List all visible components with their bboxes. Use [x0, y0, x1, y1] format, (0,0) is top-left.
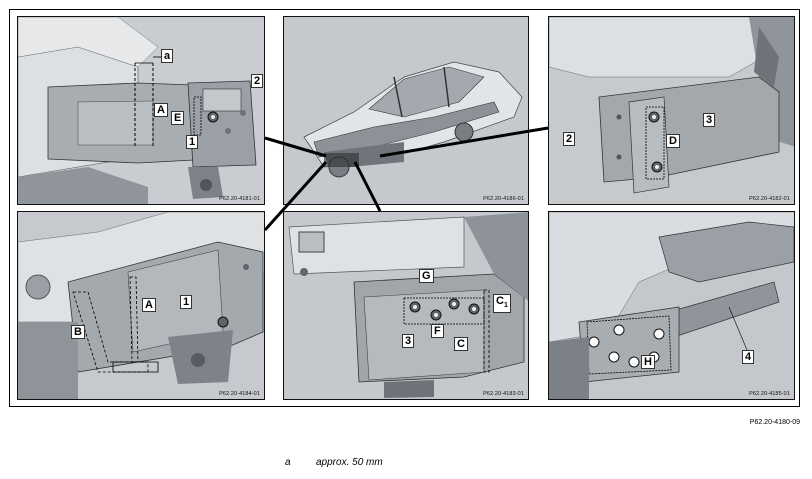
panel-top-right: 2 3 D P62.20-4182-01	[548, 16, 795, 205]
panel-top-center-art	[284, 17, 528, 204]
panel-code: P62.20-4181-01	[219, 196, 260, 202]
label-3: 3	[703, 113, 716, 127]
legend-text: approx. 50 mm	[316, 457, 383, 468]
label-D: D	[666, 134, 680, 148]
label-F: F	[431, 324, 444, 338]
panel-top-left-art	[18, 17, 264, 204]
panel-code: P62.20-4186-01	[483, 196, 524, 202]
label-C: C	[454, 337, 468, 351]
label-H: H	[641, 355, 655, 369]
label-A: A	[154, 103, 168, 117]
label-1: 1	[186, 135, 199, 149]
panel-code: P62.20-4184-01	[219, 391, 260, 397]
label-A: A	[142, 298, 156, 312]
panel-bottom-center: G C1 F C 3 P62.20-4183-01	[283, 211, 529, 400]
label-2: 2	[563, 132, 576, 146]
panel-bottom-right: H 4 P62.20-4185-01	[548, 211, 795, 400]
figure-frame: a A E 1 2 P62.20-4181-01 P62.20-4186-01	[9, 9, 800, 407]
label-1: 1	[180, 295, 193, 309]
panel-bottom-center-art	[284, 212, 528, 399]
label-C1-letter: C	[496, 295, 504, 307]
panel-code: P62.20-4182-01	[749, 196, 790, 202]
legend-key: a	[285, 457, 291, 468]
label-G: G	[419, 269, 434, 283]
panel-top-center: P62.20-4186-01	[283, 16, 529, 205]
panel-bottom-left: A B 1 P62.20-4184-01	[17, 211, 265, 400]
label-2: 2	[251, 74, 264, 88]
panel-top-right-art	[549, 17, 794, 204]
panel-bottom-right-art	[549, 212, 794, 399]
label-3: 3	[402, 334, 415, 348]
panel-code: P62.20-4185-01	[749, 391, 790, 397]
label-C1: C1	[493, 294, 511, 314]
panel-top-left: a A E 1 2 P62.20-4181-01	[17, 16, 265, 205]
figure-id: P62.20-4180-09	[749, 419, 800, 426]
label-4: 4	[742, 350, 755, 364]
panel-bottom-left-art	[18, 212, 264, 399]
label-C1-subscript: 1	[503, 302, 508, 310]
panel-code: P62.20-4183-01	[483, 391, 524, 397]
label-B: B	[71, 325, 85, 339]
label-a: a	[161, 49, 174, 63]
label-E: E	[171, 111, 185, 125]
